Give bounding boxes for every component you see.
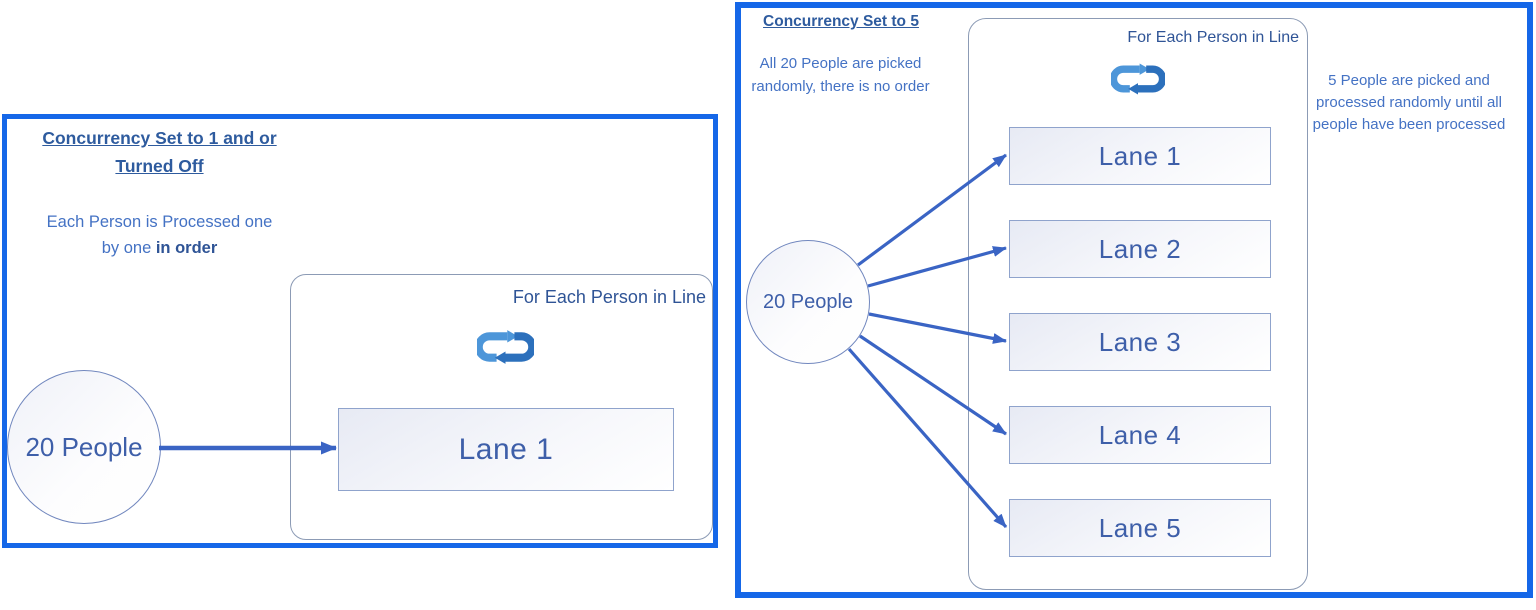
foreach-loop-label: For Each Person in Line [512, 287, 706, 307]
left-panel-description: Each Person is Processed one by one in o… [7, 209, 312, 261]
left-panel-concurrency-1: Concurrency Set to 1 and or Turned Off E… [2, 114, 718, 548]
loop-arrows-icon [477, 330, 534, 364]
source-node-20-people: 20 People [7, 370, 161, 524]
description-line1: Each Person is Processed one [46, 213, 273, 231]
loop-arrows-icon [1111, 63, 1165, 95]
right-panel-annotation: 5 People are picked and processed random… [1312, 72, 1506, 133]
lane-box: Lane 3 [1009, 313, 1271, 371]
foreach-loop-container: For Each Person in Line Lane 1 [290, 274, 713, 540]
foreach-loop-container: For Each Person in Line Lane 1 Lane 2 La… [968, 18, 1308, 590]
right-panel-concurrency-5: Concurrency Set to 5 All 20 People are p… [735, 2, 1533, 598]
source-node-label: 20 People [25, 431, 143, 462]
lane-label: Lane 1 [1098, 140, 1182, 171]
lane-label: Lane 1 [458, 432, 554, 466]
source-node-label: 20 People [762, 291, 854, 313]
left-panel-title: Concurrency Set to 1 and or Turned Off [42, 128, 277, 176]
lane-label: Lane 4 [1098, 419, 1182, 450]
lane-box: Lane 1 [338, 408, 674, 491]
right-panel-description: All 20 People are picked randomly, there… [751, 55, 930, 95]
lane-box: Lane 4 [1009, 406, 1271, 464]
lane-label: Lane 3 [1098, 326, 1182, 357]
right-panel-title: Concurrency Set to 5 [763, 13, 919, 30]
lane-box: Lane 1 [1009, 127, 1271, 185]
lane-label: Lane 2 [1098, 233, 1182, 264]
description-line2: by one in order [101, 239, 218, 257]
lane-box: Lane 2 [1009, 220, 1271, 278]
foreach-loop-label: For Each Person in Line [1127, 29, 1299, 46]
lane-label: Lane 5 [1098, 512, 1182, 543]
source-node-20-people: 20 People [746, 240, 870, 364]
lane-box: Lane 5 [1009, 499, 1271, 557]
